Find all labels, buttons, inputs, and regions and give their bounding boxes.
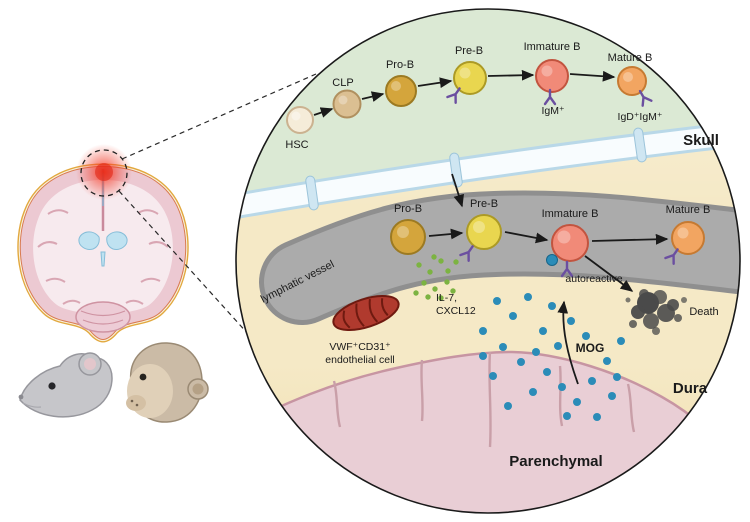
igd-igm-marker-label: IgD⁺IgM⁺ [618, 111, 663, 123]
monkey-inner-ear [192, 383, 204, 395]
cxcl12-label: CXCL12 [436, 305, 476, 317]
clp-label: CLP [332, 77, 353, 89]
brain-cerebellum-folds [80, 310, 126, 325]
inflammation-core [95, 163, 113, 181]
clp-cell [332, 89, 362, 119]
pro-b-cell-skull [385, 75, 417, 107]
immature-b-skull-label: Immature B [524, 41, 581, 53]
hsc-cell [286, 106, 314, 134]
mog-antigen-dots [479, 293, 625, 421]
brain-ventricles [78, 231, 128, 267]
igm-marker-label: IgM⁺ [541, 105, 564, 117]
magnified-view [236, 9, 740, 513]
skull-bone-layer [236, 122, 740, 218]
endothelial-label-line1: VWF⁺CD31⁺ [329, 341, 390, 353]
arrow-immature-to-mature-dura [591, 233, 669, 245]
pre-b-cell-skull [453, 61, 487, 95]
mature-b-cell-dura [671, 221, 705, 255]
bone-channel [305, 175, 319, 211]
pre-b-dura-label: Pre-B [470, 198, 498, 210]
zoom-dashed-circle [80, 149, 128, 197]
parenchymal-region-label: Parenchymal [509, 453, 602, 470]
death-label: Death [689, 306, 718, 318]
brain-cerebellum [75, 301, 131, 333]
mouse-inner-ear [84, 358, 96, 370]
mouse-illustration [18, 352, 113, 418]
chemokine-dots [413, 254, 459, 301]
monkey-illustration [126, 342, 209, 423]
parenchyma-sulci [332, 351, 636, 448]
autoreactive-label: autoreactive [565, 273, 622, 285]
arrow-prob-to-preb-dura [428, 228, 464, 240]
pro-b-cell-dura [390, 219, 426, 255]
endothelial-label-line2: endothelial cell [325, 354, 394, 366]
immature-b-cell-dura [551, 224, 589, 262]
arrow-preb-to-immature-dura [504, 231, 549, 244]
mouse-eye [48, 382, 56, 390]
mouse-nose [18, 394, 24, 400]
pre-b-cell-dura [466, 214, 502, 250]
arrow-prob-to-preb-skull [417, 77, 453, 89]
mature-b-dura-label: Mature B [666, 204, 711, 216]
magnified-view-border [235, 8, 741, 514]
hsc-label: HSC [285, 139, 308, 151]
arrow-mog-to-immature [557, 300, 579, 385]
arrow-hsc-to-clp [313, 107, 334, 118]
mog-label: MOG [576, 341, 605, 355]
immature-b-cell-skull [535, 59, 569, 93]
pre-b-skull-label: Pre-B [455, 45, 483, 57]
arrow-preb-to-immature-skull [487, 69, 535, 81]
monkey-eye [139, 373, 147, 381]
mature-b-skull-label: Mature B [608, 52, 653, 64]
skull-region-label: Skull [683, 132, 719, 149]
arrow-clp-to-prob [361, 91, 385, 102]
autoreactive-antigen-dot [546, 254, 558, 266]
dura-region-label: Dura [673, 380, 708, 397]
monkey-muzzle [126, 395, 146, 411]
bone-channel [633, 127, 647, 163]
arrow-immature-to-death [584, 255, 634, 292]
arrow-immature-to-mature-skull [569, 70, 616, 82]
pro-b-skull-label: Pro-B [386, 59, 414, 71]
mature-b-cell-skull [617, 66, 647, 96]
brain-illustration [21, 144, 185, 339]
death-cell-cluster [625, 289, 687, 335]
endothelial-cell [332, 295, 400, 331]
pro-b-dura-label: Pro-B [394, 203, 422, 215]
immature-b-dura-label: Immature B [542, 208, 599, 220]
brain-sulci [37, 209, 169, 305]
arrow-migration-through-channel [451, 173, 464, 208]
il7-label: IL-7, [436, 292, 457, 304]
